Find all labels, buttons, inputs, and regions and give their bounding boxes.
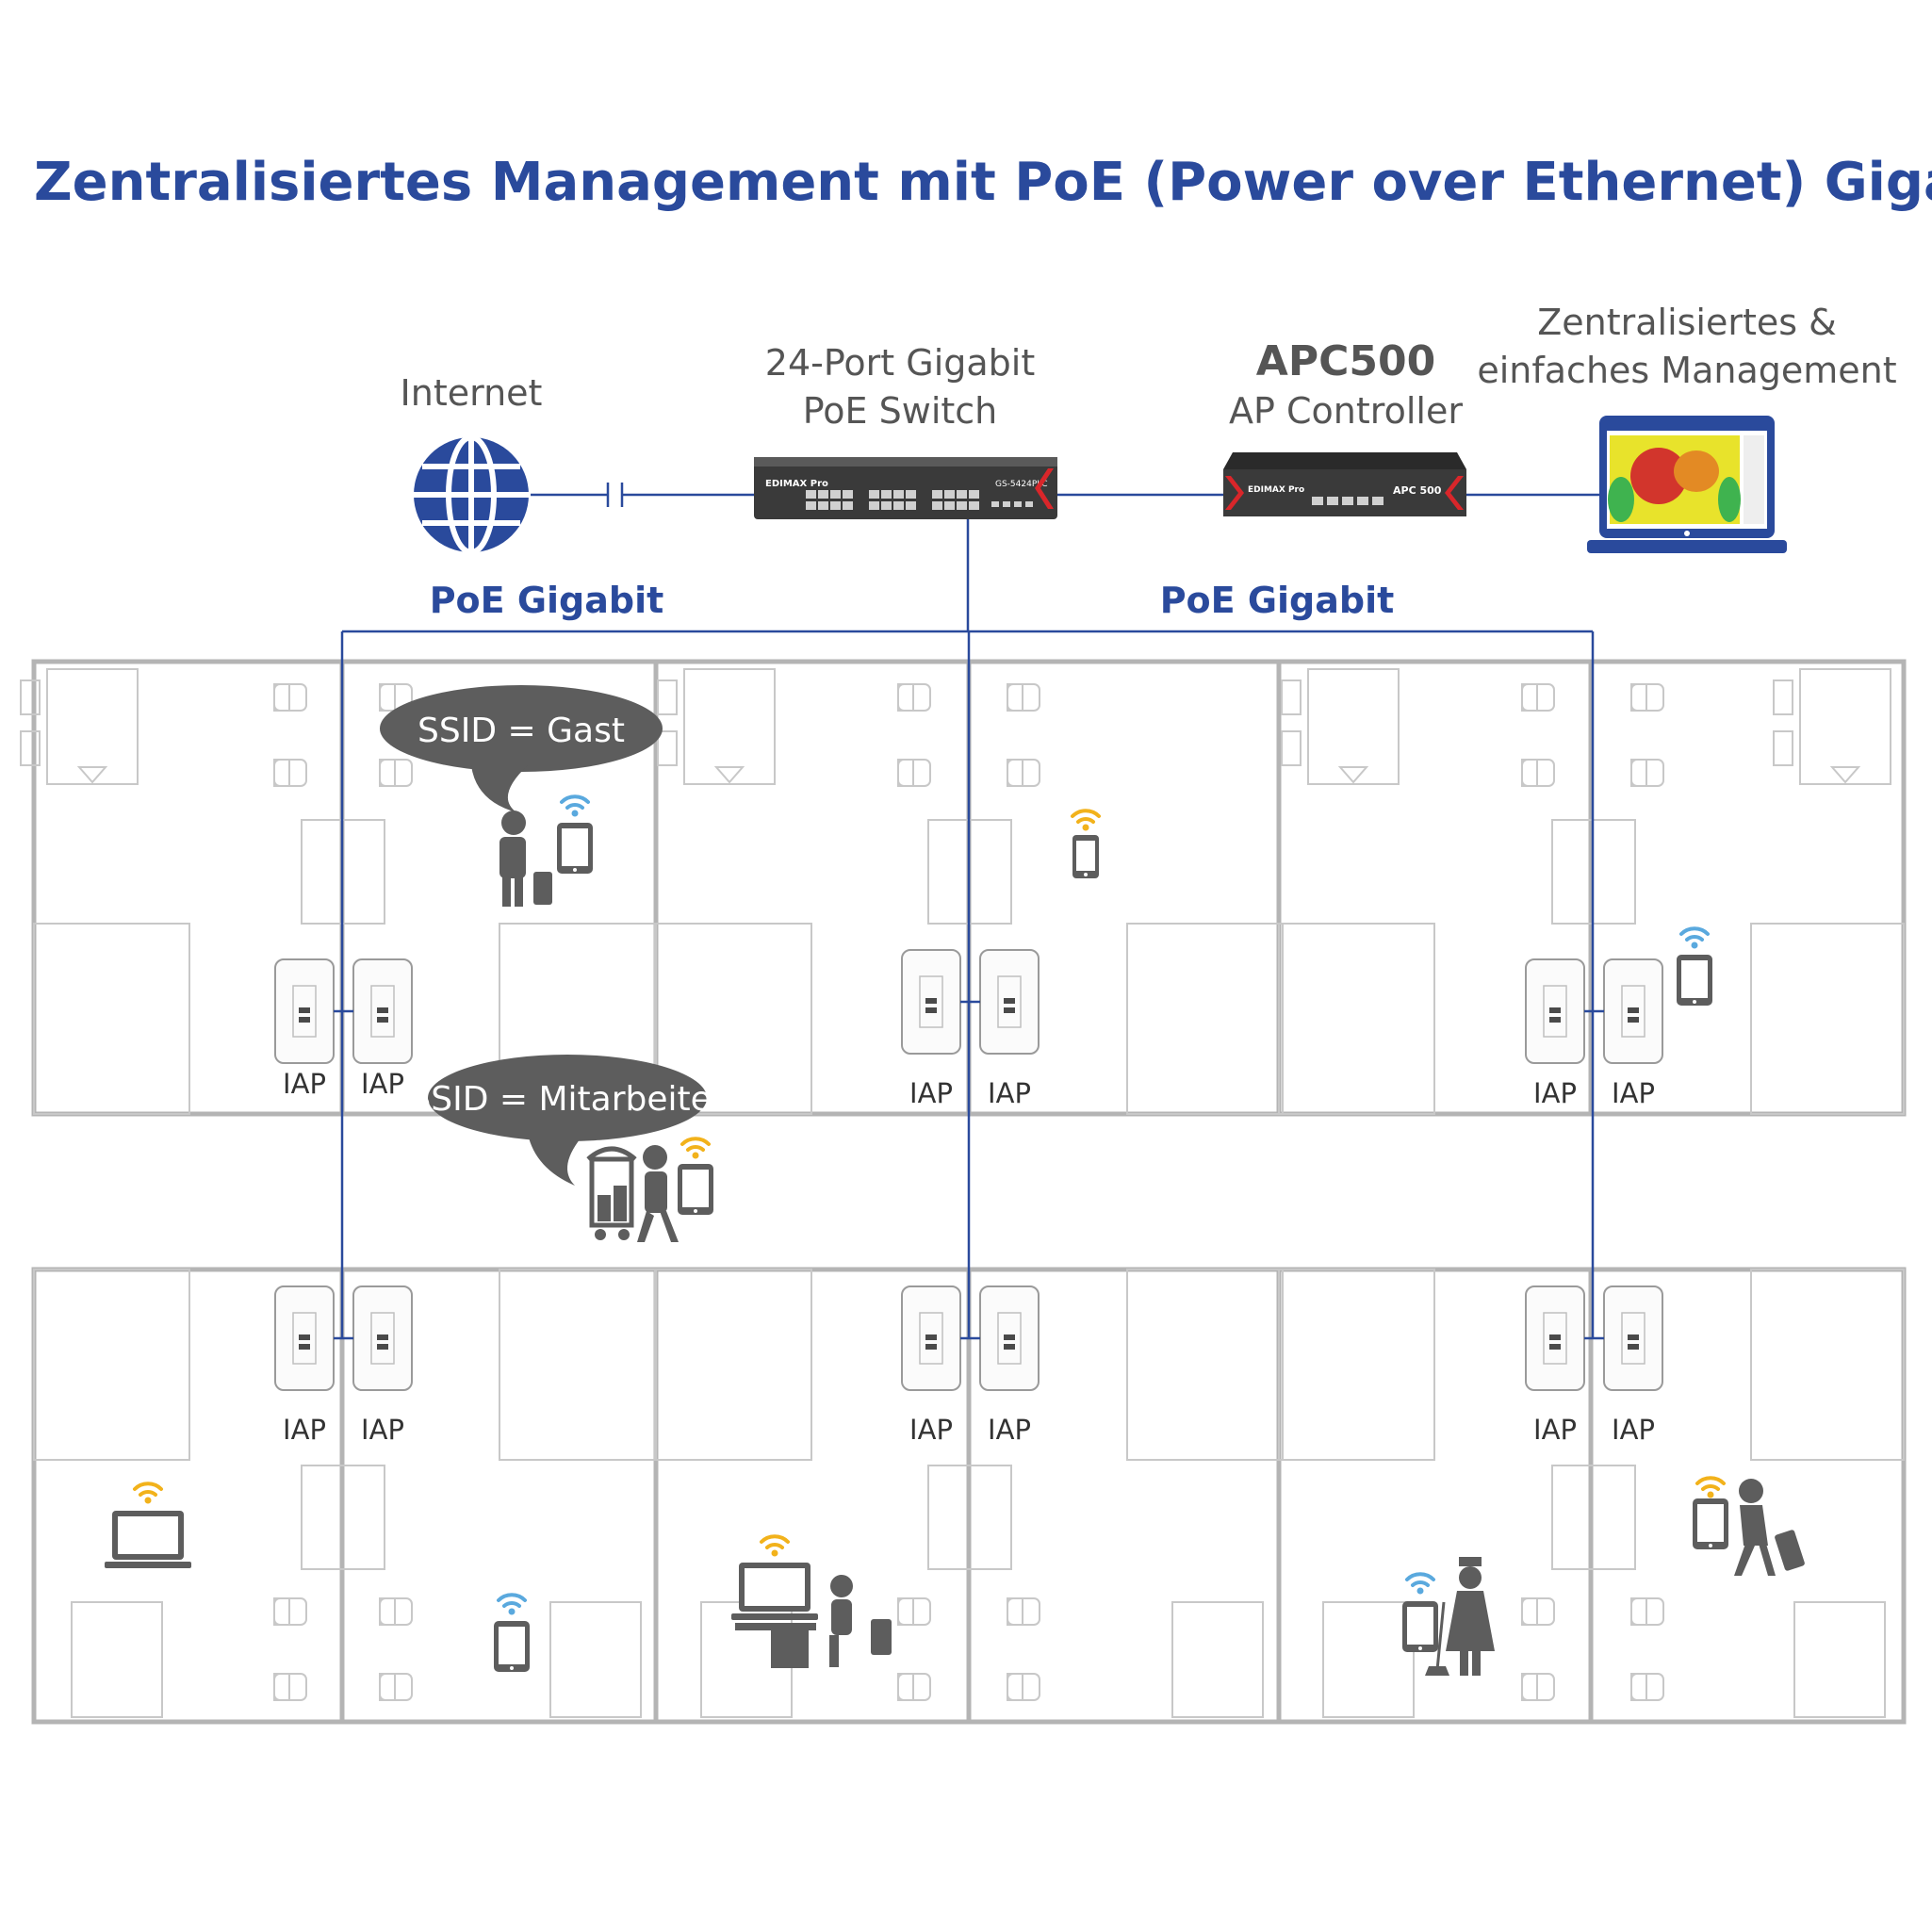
laptop-icon (731, 1563, 818, 1620)
tablet-icon (1402, 1601, 1438, 1652)
poe-label-right: PoE Gigabit (1160, 580, 1395, 621)
iap-label: IAP (909, 1077, 953, 1109)
wifi-icon (1071, 809, 1101, 833)
guest-at-desk-icon (735, 1575, 892, 1668)
wifi-icon (760, 1534, 790, 1559)
internet-label: Internet (401, 372, 543, 414)
tablet-icon (494, 1621, 530, 1672)
svg-text:EDIMAX Pro: EDIMAX Pro (1248, 485, 1304, 495)
poe-cabling (340, 519, 1595, 1338)
wifi-icon (497, 1593, 527, 1617)
iap-label: IAP (988, 1077, 1031, 1109)
laptop-icon (105, 1511, 191, 1568)
tablet-icon (1693, 1498, 1728, 1549)
svg-text:EDIMAX Pro: EDIMAX Pro (765, 479, 828, 489)
iap-label: IAP (361, 1068, 404, 1100)
iap-label: IAP (1612, 1077, 1655, 1109)
switch-icon: EDIMAX Pro GS-5424PLC (754, 457, 1057, 519)
staff-icon (586, 1145, 679, 1242)
wifi-icon (560, 794, 590, 819)
iap-label: IAP (988, 1414, 1031, 1446)
tablet-icon (678, 1164, 713, 1215)
controller-icon: EDIMAX Pro APC 500 (1223, 452, 1466, 516)
ssid-guest-bubble: SSID = Gast (380, 685, 663, 812)
guest-icon (499, 810, 552, 907)
traveler-icon (1734, 1479, 1805, 1576)
svg-text:SSID = Mitarbeiter: SSID = Mitarbeiter (409, 1080, 725, 1119)
svg-text:APC 500: APC 500 (1393, 484, 1442, 497)
svg-text:GS-5424PLC: GS-5424PLC (995, 480, 1048, 489)
iap-label: IAP (909, 1414, 953, 1446)
controller-name: APC500 (1256, 337, 1435, 385)
poe-label-left: PoE Gigabit (430, 580, 664, 621)
management-label-line2: einfaches Management (1477, 350, 1896, 391)
access-point-group-top (274, 949, 1663, 1064)
globe-icon (414, 434, 529, 555)
controller-label: AP Controller (1229, 390, 1463, 432)
iap-label: IAP (361, 1414, 404, 1446)
access-point-group-bottom (274, 1285, 1663, 1391)
iap-label: IAP (283, 1414, 326, 1446)
housekeeper-icon (1425, 1557, 1495, 1676)
iap-label: IAP (1533, 1077, 1577, 1109)
tablet-icon (557, 823, 593, 874)
laptop-heatmap-icon (1587, 416, 1787, 553)
iap-label: IAP (1533, 1414, 1577, 1446)
svg-text:SSID = Gast: SSID = Gast (418, 712, 625, 750)
wifi-icon (1679, 926, 1710, 951)
iap-label: IAP (283, 1068, 326, 1100)
wifi-icon (133, 1482, 163, 1506)
tablet-icon (1677, 955, 1712, 1006)
internet-cable (531, 483, 754, 507)
smartphone-icon (1072, 835, 1099, 878)
switch-label-line1: 24-Port Gigabit (765, 342, 1035, 384)
page-title: Zentralisiertes Management mit PoE (Powe… (34, 152, 1932, 213)
switch-label-line2: PoE Switch (803, 390, 998, 432)
ssid-staff-bubble: SSID = Mitarbeiter (409, 1055, 726, 1186)
wifi-icon (680, 1137, 711, 1161)
wifi-icon (1405, 1572, 1435, 1596)
management-label-line1: Zentralisiertes & (1537, 302, 1837, 343)
iap-label: IAP (1612, 1414, 1655, 1446)
wifi-icon (1695, 1476, 1726, 1500)
